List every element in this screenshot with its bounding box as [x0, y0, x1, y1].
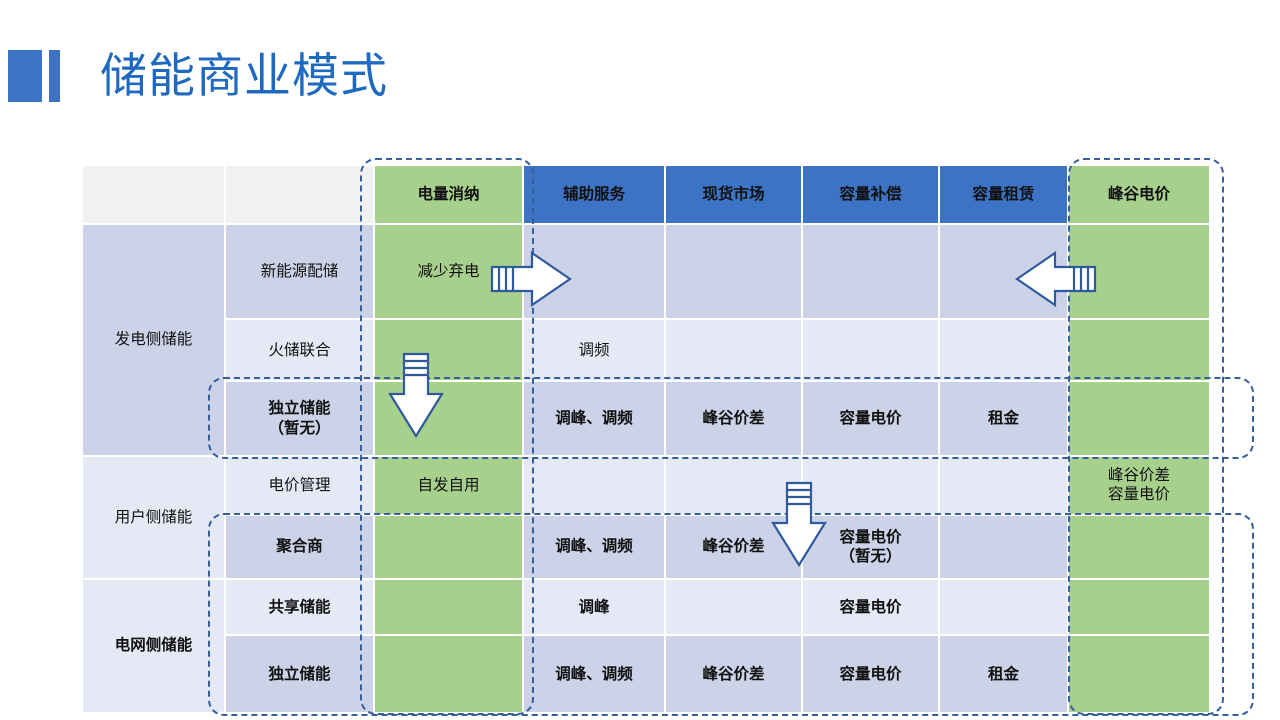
cell-rlzl [939, 319, 1068, 382]
cell-fzfw: 调峰 [523, 579, 665, 636]
arrow-down-dlxn-column [388, 352, 444, 439]
title-accent-block-large [8, 50, 42, 102]
row-label: 共享储能 [225, 579, 374, 636]
cell-fgdj [1068, 579, 1210, 636]
cell-rlzl: 租金 [939, 635, 1068, 713]
cell-rlbc: 容量电价 [802, 635, 939, 713]
title-accent-block-small [49, 50, 60, 102]
matrix-row: 独立储能（暂无） 调峰、调频峰谷价差容量电价租金 [82, 381, 1210, 456]
column-header-dlxn[interactable]: 电量消纳 [374, 165, 523, 225]
row-label: 独立储能（暂无） [225, 381, 374, 456]
slide-title-bar: 储能商业模式 [0, 50, 388, 102]
cell-fzfw: 调峰、调频 [523, 635, 665, 713]
column-header-rlzl[interactable]: 容量租赁 [939, 165, 1068, 225]
cell-rlbc [802, 455, 939, 515]
cell-fzfw: 调峰、调频 [523, 381, 665, 456]
matrix-row: 独立储能 调峰、调频峰谷价差容量电价租金 [82, 635, 1210, 713]
cell-rlbc: 容量电价 [802, 579, 939, 636]
row-label: 聚合商 [225, 514, 374, 580]
arrow-right-dlxn-to-fzfw [490, 250, 572, 308]
cell-rlbc [802, 224, 939, 320]
cell-xhsc: 峰谷价差 [665, 381, 802, 456]
cell-fgdj [1068, 319, 1210, 382]
cell-rlzl: 租金 [939, 381, 1068, 456]
cell-fgdj: 峰谷价差容量电价 [1068, 455, 1210, 515]
business-model-matrix: 电量消纳辅助服务现货市场容量补偿容量租赁峰谷电价发电侧储能新能源配储减少弃电火储… [82, 165, 1210, 713]
cell-fzfw [523, 455, 665, 515]
cell-xhsc [665, 319, 802, 382]
group-label-0: 发电侧储能 [82, 224, 225, 456]
column-header-fgdj[interactable]: 峰谷电价 [1068, 165, 1210, 225]
cell-rlbc: 容量电价 [802, 381, 939, 456]
cell-fzfw: 调频 [523, 319, 665, 382]
matrix-header-row: 电量消纳辅助服务现货市场容量补偿容量租赁峰谷电价 [82, 165, 1210, 225]
matrix-row: 用户侧储能电价管理自发自用 峰谷价差容量电价 [82, 455, 1210, 580]
matrix-row: 发电侧储能新能源配储减少弃电 [82, 224, 1210, 456]
row-label: 电价管理 [225, 455, 374, 515]
column-header-xhsc[interactable]: 现货市场 [665, 165, 802, 225]
matrix-row: 聚合商调峰、调频峰谷价差容量电价（暂无） [82, 514, 1210, 580]
cell-fzfw: 调峰、调频 [523, 514, 665, 580]
group-label-2: 电网侧储能 [82, 579, 225, 713]
column-header-fzfw[interactable]: 辅助服务 [523, 165, 665, 225]
header-corner-subgroup [225, 165, 374, 225]
cell-xhsc [665, 579, 802, 636]
row-label: 独立储能 [225, 635, 374, 713]
cell-dlxn [374, 514, 523, 580]
column-header-rlbc[interactable]: 容量补偿 [802, 165, 939, 225]
cell-rlbc [802, 319, 939, 382]
cell-xhsc: 峰谷价差 [665, 635, 802, 713]
cell-dlxn [374, 579, 523, 636]
cell-rlbc: 容量电价（暂无） [802, 514, 939, 580]
header-corner-group [82, 165, 225, 225]
cell-xhsc [665, 224, 802, 320]
cell-dlxn [374, 319, 523, 382]
cell-rlzl [939, 579, 1068, 636]
row-label: 火储联合 [225, 319, 374, 382]
matrix-row: 电网侧储能共享储能调峰容量电价 [82, 579, 1210, 713]
cell-fgdj [1068, 514, 1210, 580]
group-label-1: 用户侧储能 [82, 455, 225, 580]
cell-fgdj [1068, 635, 1210, 713]
cell-rlzl [939, 455, 1068, 515]
cell-dlxn [374, 635, 523, 713]
cell-fgdj [1068, 381, 1210, 456]
arrow-down-rlbc-column [771, 481, 827, 568]
matrix-row: 火储联合 调频 [82, 319, 1210, 382]
cell-dlxn: 自发自用 [374, 455, 523, 515]
page-title: 储能商业模式 [100, 49, 388, 102]
cell-rlzl [939, 514, 1068, 580]
row-label: 新能源配储 [225, 224, 374, 320]
arrow-left-fgdj-to-rlzl [1015, 250, 1097, 308]
